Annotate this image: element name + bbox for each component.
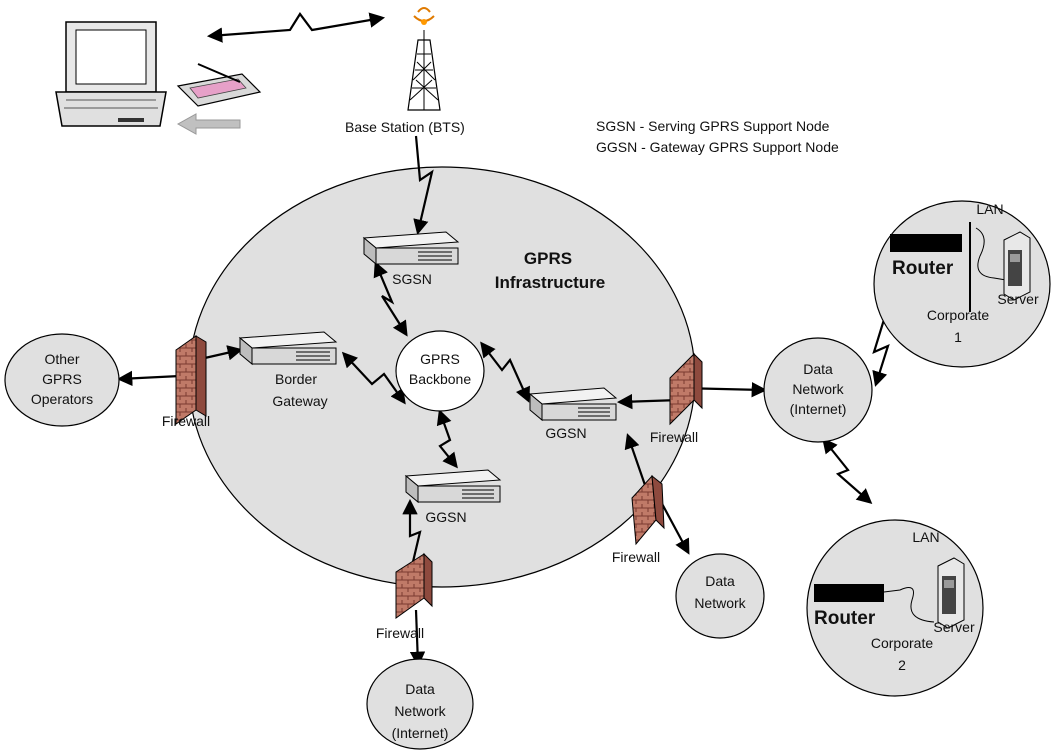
data-network-internet-node: [763, 337, 873, 443]
corp2-number-label: 2: [898, 657, 906, 673]
firewall-bottom-icon: [395, 552, 433, 619]
corp1-router-bar: [890, 234, 962, 252]
corp1-router-label: Router: [892, 258, 954, 279]
other-ops-label-line3: Operators: [31, 391, 93, 407]
corp2-server-icon: [937, 557, 965, 629]
link-backbone-ggsn: [480, 341, 530, 403]
link-other-ops-firewall: [116, 370, 181, 387]
gprs-infrastructure-label-line1: GPRS: [524, 249, 572, 268]
pc-card-icon: [176, 63, 262, 107]
link-firewall-mid-datanet: [659, 499, 690, 555]
corp2-server-label: Server: [933, 619, 975, 635]
link-ggsn-bottom-firewall: [402, 498, 422, 567]
link-internet-corp1: [872, 297, 894, 387]
firewall-mid-label: Firewall: [612, 549, 660, 565]
firewall-left-icon: [175, 335, 207, 425]
corp1-number-label: 1: [954, 329, 962, 345]
insert-arrow-icon: [176, 113, 241, 135]
link-internet-corp2: [822, 437, 873, 505]
data-network-bottom-node: [366, 658, 474, 750]
data-network-mid-node: [675, 553, 765, 639]
firewall-right-icon: [669, 352, 703, 426]
data-network-bottom-label-line2: Network: [394, 703, 446, 719]
corp1-server-icon: [1003, 231, 1031, 301]
ggsn-bottom-device-icon: [404, 469, 502, 504]
other-gprs-operators-node: [4, 333, 120, 427]
laptop-icon: [55, 21, 167, 127]
corp2-router-label: Router: [814, 608, 876, 629]
other-ops-label-line1: Other: [44, 351, 79, 367]
ggsn-right-label: GGSN: [545, 425, 586, 441]
ggsn-bottom-label: GGSN: [425, 509, 466, 525]
corp2-name-label: Corporate: [871, 635, 933, 651]
legend-sgsn: SGSN - Serving GPRS Support Node: [596, 118, 830, 134]
legend-ggsn: GGSN - Gateway GPRS Support Node: [596, 139, 839, 155]
gprs-backbone-label-line2: Backbone: [409, 371, 471, 387]
corporate-2-node: [806, 519, 984, 697]
sgsn-device-icon: [362, 231, 460, 266]
other-ops-label-line2: GPRS: [42, 371, 82, 387]
link-border-backbone: [341, 351, 406, 405]
data-network-bottom-label-line1: Data: [405, 681, 435, 697]
border-gateway-device-icon: [238, 331, 338, 366]
gprs-backbone-label-line1: GPRS: [420, 351, 460, 367]
firewall-bottom-label: Firewall: [376, 625, 424, 641]
sgsn-label: SGSN: [392, 271, 432, 287]
link-backbone-ggsn-bottom: [436, 409, 458, 469]
base-station-tower-icon: [407, 7, 441, 111]
link-sgsn-backbone: [373, 261, 408, 337]
corp1-lan-label: LAN: [976, 201, 1003, 217]
data-network-mid-label-line1: Data: [705, 573, 735, 589]
link-bts-sgsn: [413, 135, 434, 235]
ggsn-right-device-icon: [528, 387, 618, 422]
border-gateway-label-line1: Border: [275, 371, 317, 387]
corp1-cable: [975, 227, 1007, 281]
corp1-name-label: Corporate: [927, 307, 989, 323]
data-network-internet-label-line3: (Internet): [790, 401, 847, 417]
gprs-backbone-node: [395, 330, 485, 412]
border-gateway-label-line2: Gateway: [272, 393, 327, 409]
link-ggsn-firewall-mid: [624, 433, 648, 489]
gprs-infrastructure-label-line2: Infrastructure: [495, 273, 606, 292]
link-firewall-bottom-internet: [409, 609, 426, 668]
data-network-internet-label-line1: Data: [803, 361, 833, 377]
firewall-mid-icon: [631, 474, 665, 546]
firewall-right-label: Firewall: [650, 429, 698, 445]
base-station-label: Base Station (BTS): [345, 119, 465, 135]
data-network-bottom-label-line3: (Internet): [392, 725, 449, 741]
corp2-cable: [883, 587, 935, 623]
corp2-lan-label: LAN: [912, 529, 939, 545]
data-network-internet-label-line2: Network: [792, 381, 844, 397]
corp2-router-bar: [814, 584, 884, 602]
data-network-mid-label-line2: Network: [694, 595, 746, 611]
firewall-left-label: Firewall: [162, 413, 210, 429]
corp1-server-label: Server: [997, 291, 1039, 307]
radio-link-laptop-bts: [206, 12, 386, 43]
